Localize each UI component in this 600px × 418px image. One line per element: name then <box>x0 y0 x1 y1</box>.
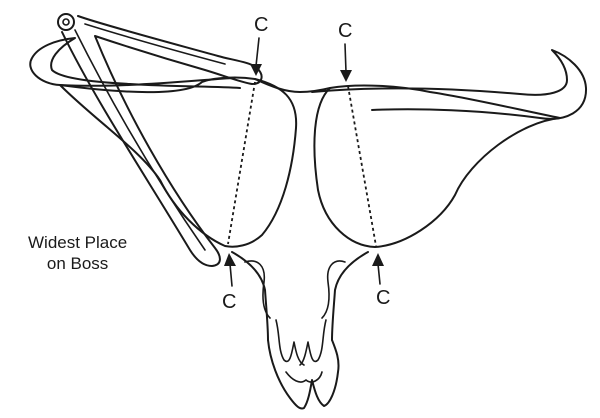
caliper-arm-inner <box>75 24 225 250</box>
label-c-top-right: C <box>338 21 352 41</box>
snout-outline <box>268 340 339 409</box>
boss-join <box>255 79 330 92</box>
label-c-bottom-right: C <box>376 288 390 308</box>
left-measurement-line <box>228 82 255 244</box>
arrow-bottom-right <box>372 253 384 284</box>
caliper-arm <box>62 16 262 266</box>
left-boss <box>60 78 296 247</box>
caliper-pivot-inner <box>63 19 69 25</box>
caliper-pivot <box>58 14 74 30</box>
left-nasal-bone <box>276 320 304 365</box>
right-nasal-bone <box>300 320 326 365</box>
teeth-detail <box>286 372 322 382</box>
right-face-edge <box>332 252 368 340</box>
arrow-top-right <box>340 44 352 82</box>
right-horn <box>312 50 586 119</box>
label-c-top-left: C <box>254 15 268 35</box>
widest-place-caption: Widest Place on Boss <box>28 232 127 274</box>
arrow-bottom-left <box>224 253 236 286</box>
caption-line-2: on Boss <box>28 253 127 274</box>
label-c-bottom-left: C <box>222 292 236 312</box>
caption-line-1: Widest Place <box>28 232 127 253</box>
